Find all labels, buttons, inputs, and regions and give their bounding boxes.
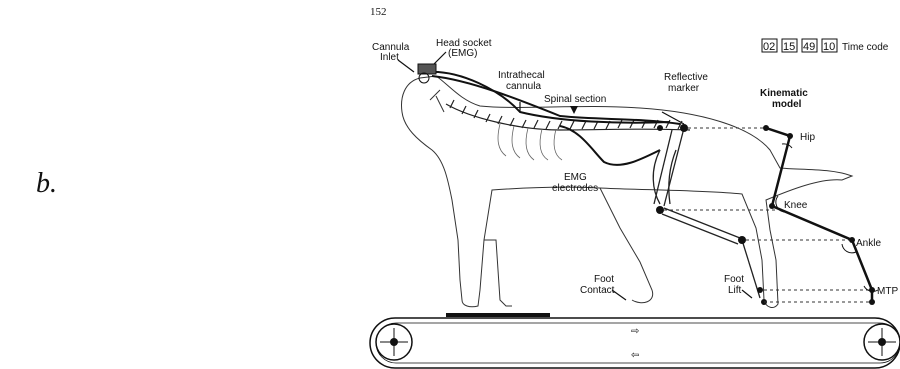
cat-outline [402,76,852,307]
label-reflective-1: Reflective [664,72,708,83]
contact-plate [446,313,550,317]
label-foot-lift-1: Foot [724,274,744,285]
label-emg-1: EMG [564,172,587,183]
label-intrathecal-1: Intrathecal [498,70,545,81]
kinematic-model-title-2: model [772,99,802,110]
label-spinal-section: Spinal section [544,94,606,105]
label-reflective-2: marker [668,83,700,94]
spinal-section-arrow [570,106,578,114]
joint-label-ankle: Ankle [856,238,881,249]
label-intrathecal-2: cannula [506,81,541,92]
kinematic-stick-figure [766,128,872,302]
time-code-digits-1: 02 [763,41,775,53]
head-socket [418,64,436,83]
label-emg-2: electrodes [552,183,598,194]
time-code-label: Time code [842,42,889,53]
treadmill-roller-left [376,324,412,360]
hindlimb-skeleton [653,128,760,298]
time-code-digits-4: 10 [823,41,835,53]
label-cannula-inlet-2: Inlet [380,52,399,63]
belt-forward-arrow: ⇨ [631,326,639,337]
joint-label-knee: Knee [784,200,808,211]
emg-cables [428,72,680,165]
treadmill-roller-right [864,324,900,360]
time-code-digits-2: 15 [783,41,795,53]
joint-label-mtp: MTP [877,286,898,297]
kinematic-joint-markers [763,125,875,305]
label-foot-contact-1: Foot [594,274,614,285]
kinematic-model-title-1: Kinematic [760,88,808,99]
joint-label-hip: Hip [800,132,815,143]
label-foot-contact-2: Contact [580,285,615,296]
belt-backward-arrow: ⇦ [631,350,639,361]
time-code-digits-3: 49 [803,41,815,53]
label-head-socket-2: (EMG) [448,48,477,59]
label-foot-lift-2: Lift [728,285,742,296]
time-code: 02 15 49 10 Time code [762,39,889,53]
